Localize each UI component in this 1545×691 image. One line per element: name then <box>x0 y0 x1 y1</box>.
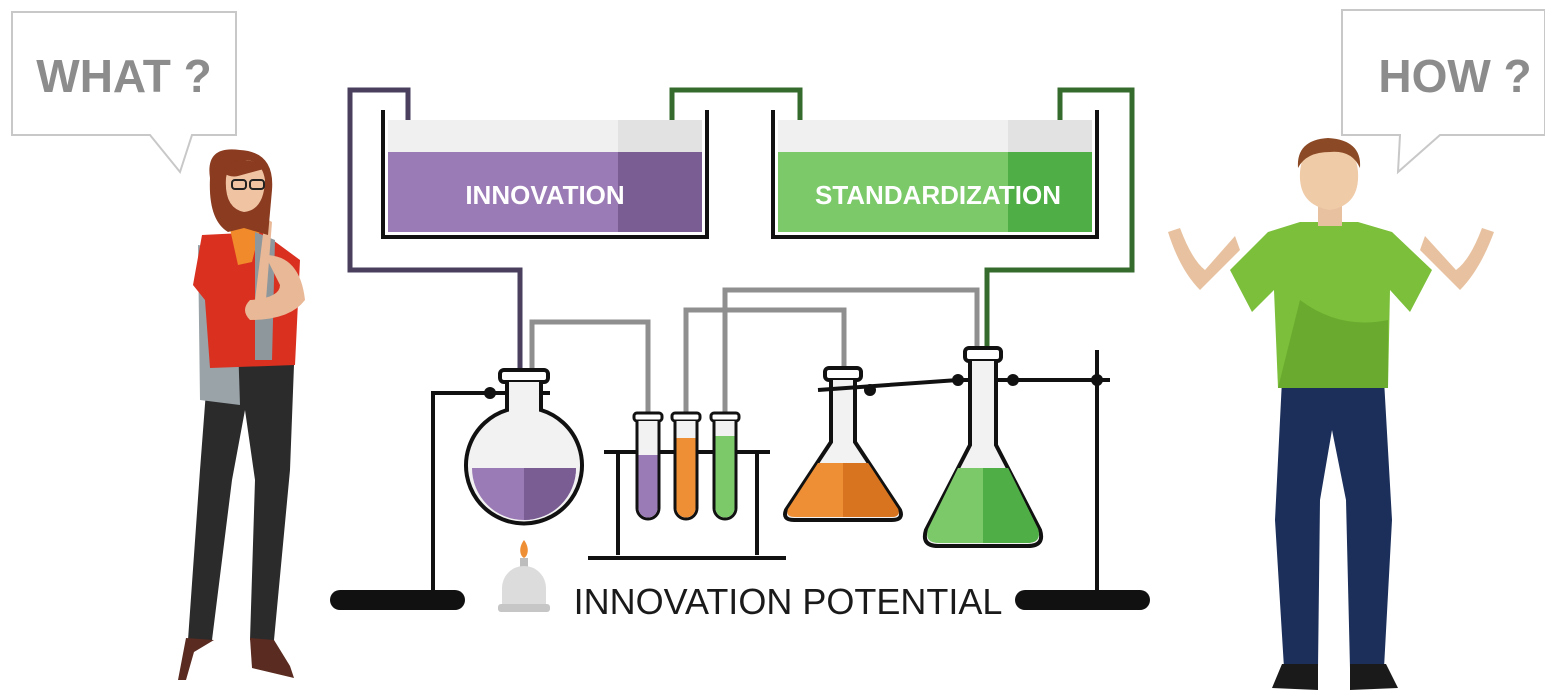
purple-pipe <box>347 87 523 370</box>
test-tube-purple <box>632 411 664 521</box>
grey-pipe-2 <box>683 307 847 416</box>
green-pipe <box>984 87 1135 350</box>
speech-bubble-right-text: HOW ? <box>1378 50 1531 102</box>
man-figure <box>1168 138 1494 690</box>
lab-stand-right <box>817 350 1150 610</box>
burner-icon <box>498 540 550 612</box>
tank-standardization-label: STANDARDIZATION <box>815 180 1061 210</box>
grey-pipe-1 <box>529 319 651 416</box>
test-tube-green <box>709 411 741 521</box>
test-tube-orange <box>670 411 702 521</box>
conical-flask-orange <box>783 366 903 522</box>
speech-bubble-left-text: WHAT ? <box>36 50 211 102</box>
grey-pipe-3 <box>722 287 980 416</box>
caption-innovation-potential: INNOVATION POTENTIAL <box>574 581 1003 622</box>
woman-figure <box>178 149 305 680</box>
speech-bubble-right: HOW ? <box>1341 9 1545 175</box>
speech-bubble-left: WHAT ? <box>11 11 237 175</box>
conical-flask-green <box>922 346 1044 548</box>
tank-innovation: INNOVATION <box>381 110 709 239</box>
tank-innovation-label: INNOVATION <box>465 180 624 210</box>
round-bottom-flask <box>464 368 584 526</box>
tank-standardization: STANDARDIZATION <box>771 110 1099 239</box>
